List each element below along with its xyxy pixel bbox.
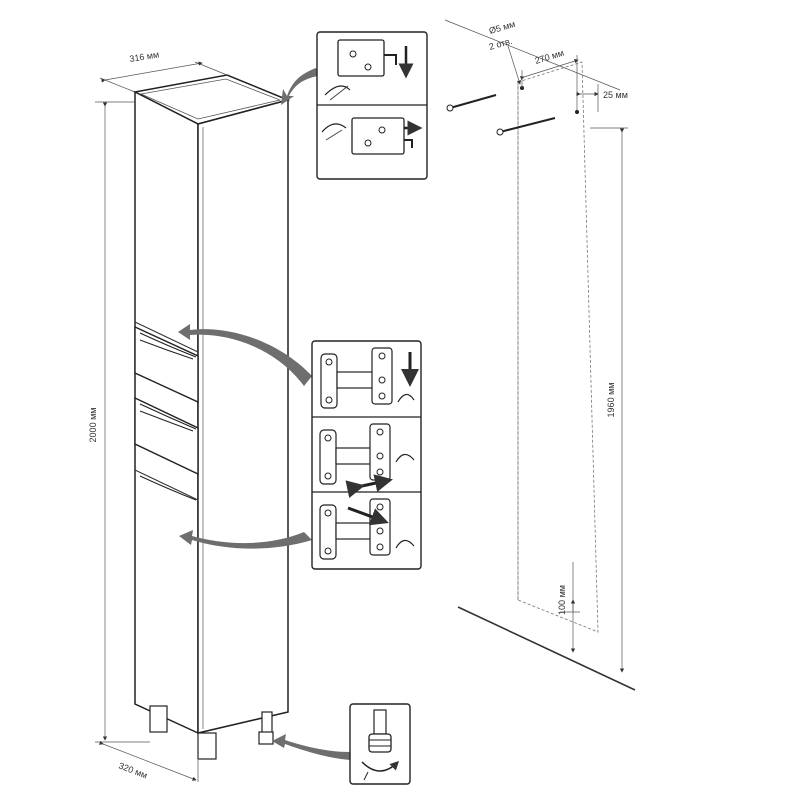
cabinet-front-door — [197, 99, 289, 734]
inset-hinges — [311, 340, 422, 570]
width-top-label: 316 мм — [129, 49, 160, 64]
inset-leg — [349, 703, 411, 785]
adjustable-leg-icon — [361, 709, 400, 781]
width-bottom-label: 320 мм — [117, 761, 149, 781]
side-offset-label: 25 мм — [603, 90, 628, 100]
door-hinge-icon — [319, 498, 415, 560]
hole-spacing-label: 270 мм — [534, 48, 566, 66]
hanging-bracket-icon — [321, 39, 423, 155]
cabinet — [132, 74, 291, 760]
dimension-width-bottom: 320 мм — [98, 740, 199, 782]
drawer-lower — [134, 396, 199, 476]
callout-arrows — [178, 68, 350, 760]
cabinet-legs — [149, 705, 274, 760]
hole-count-label: 2 отв. — [488, 36, 514, 52]
dimension-width-top: 316 мм — [99, 49, 228, 93]
wall-mount-diagram: Ø5 мм 2 отв. 270 мм 25 мм 1960 мм 100 мм — [444, 19, 636, 691]
mount-height-label: 1960 мм — [606, 383, 616, 418]
base-offset-label: 100 мм — [557, 585, 567, 615]
door-hinge-icon — [320, 347, 419, 409]
inset-top-bracket — [316, 31, 428, 180]
drawer-upper — [134, 325, 199, 404]
door-hinge-icon — [319, 423, 415, 498]
height-label: 2000 мм — [88, 408, 98, 443]
hole-diameter-label: Ø5 мм — [488, 19, 517, 36]
screw-icon — [446, 86, 579, 136]
